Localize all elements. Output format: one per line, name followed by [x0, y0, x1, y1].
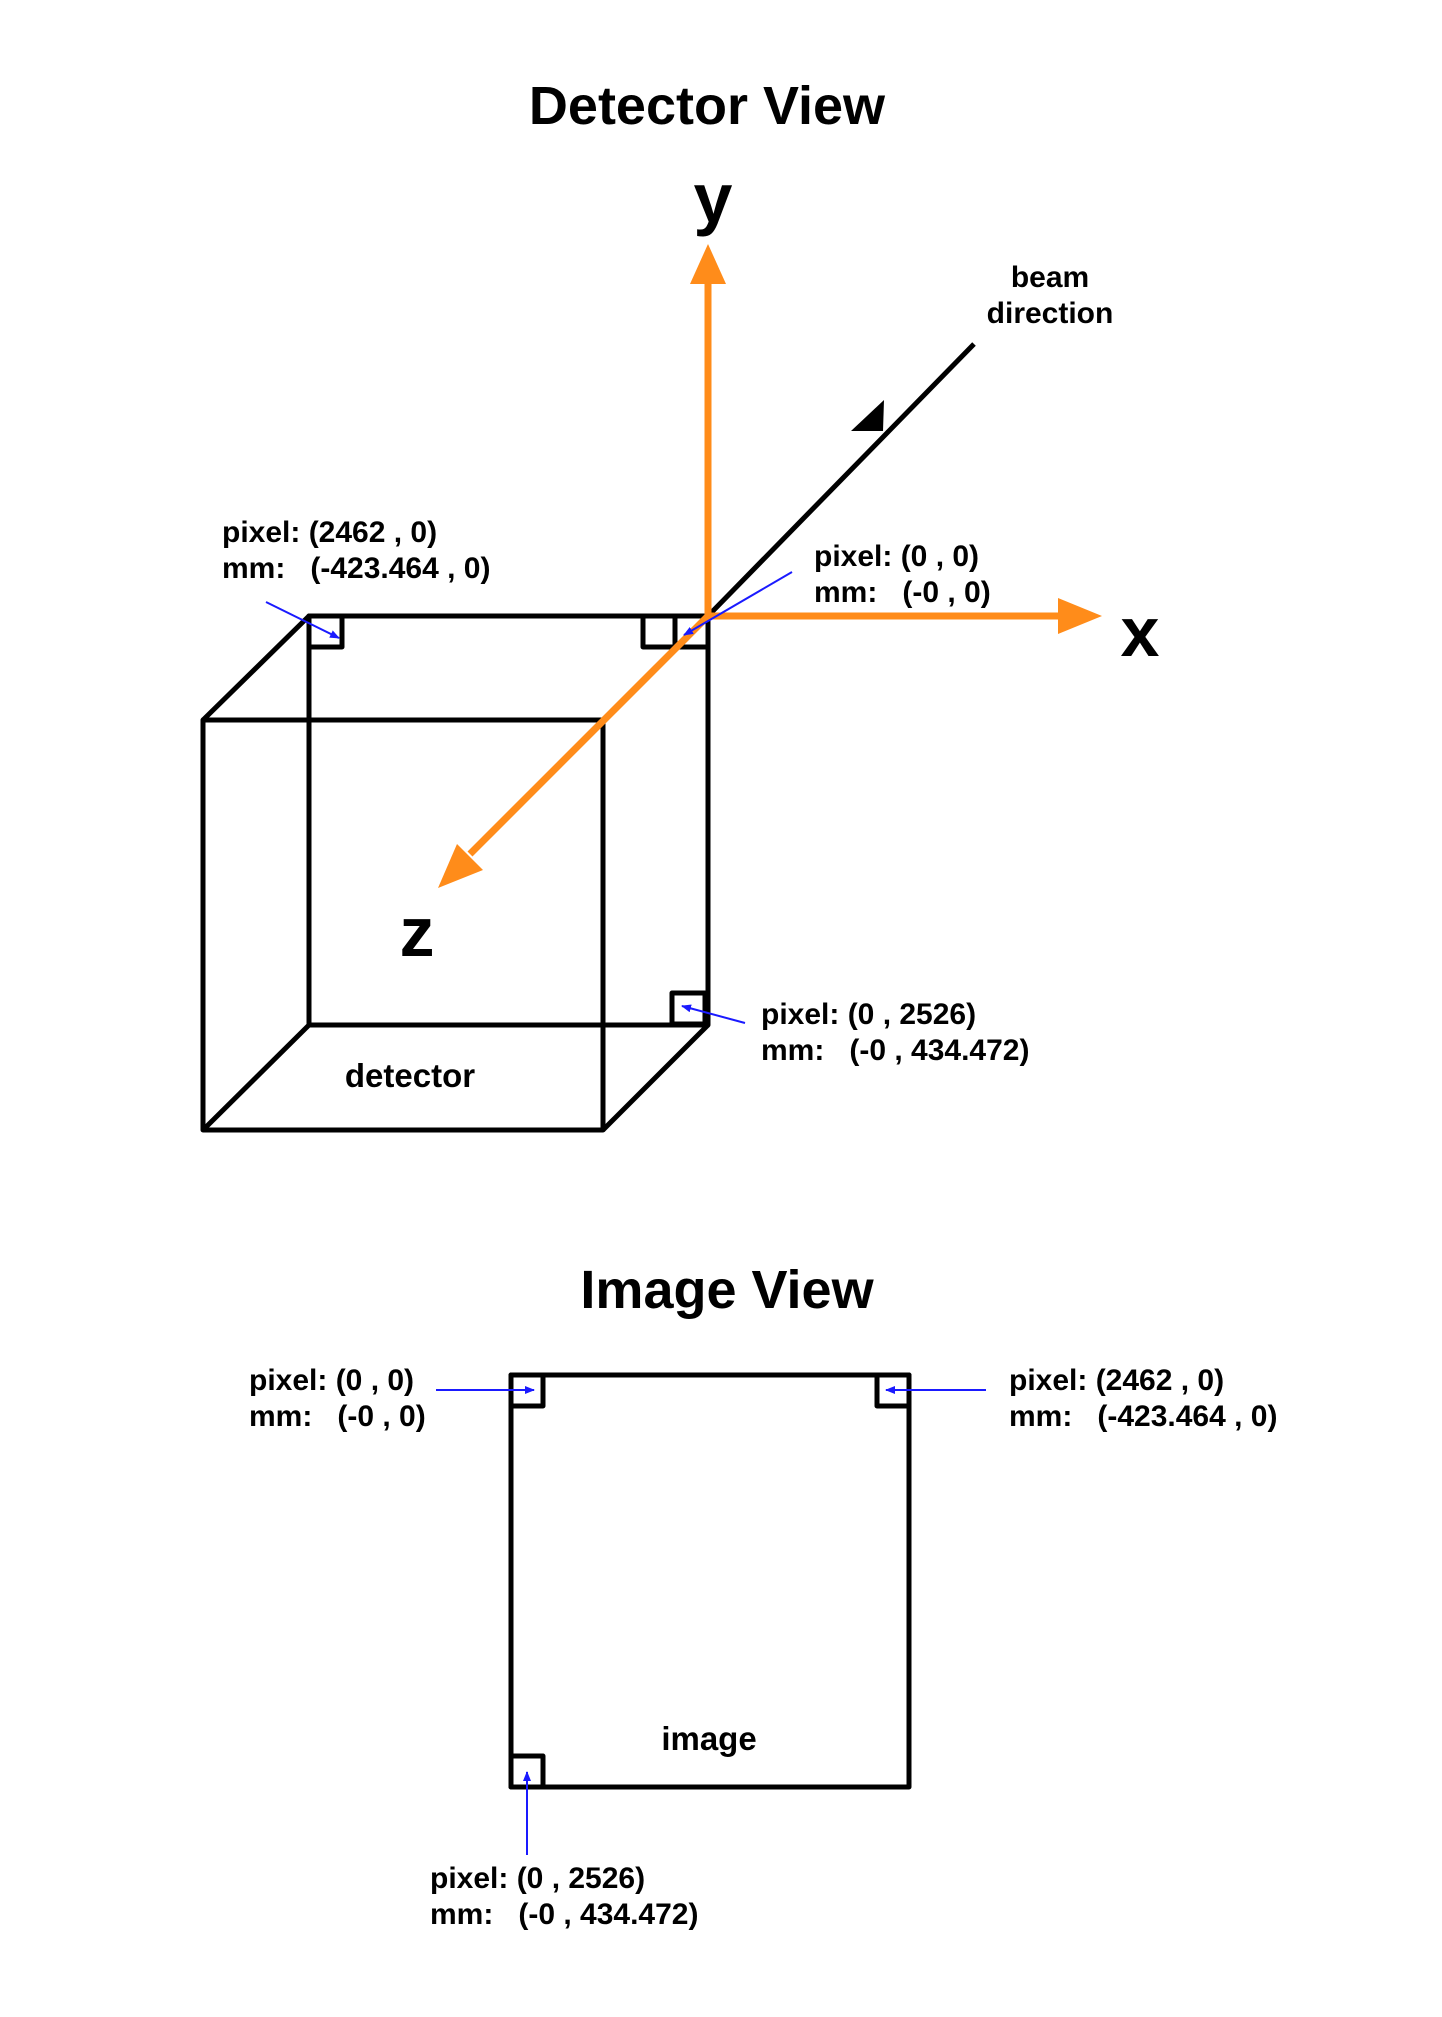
iv-bottom-left-mm: mm: (-0 , 434.472)	[430, 1898, 698, 1931]
cube-edge-top-left	[201, 614, 311, 722]
dv-top-left-mm: mm: (-423.464 , 0)	[222, 552, 490, 585]
pixel-square-origin	[672, 613, 711, 650]
coordinate-axes	[438, 244, 1102, 888]
pixel-square-origin-left	[640, 613, 678, 650]
z-axis-label: z	[400, 893, 435, 971]
x-axis-arrowhead	[1058, 598, 1102, 634]
y-axis-label: y	[694, 159, 733, 237]
iv-top-right-pixel: pixel: (2462 , 0)	[1009, 1364, 1224, 1397]
dv-origin-pointer	[683, 571, 793, 636]
dv-bottom-right-pixel: pixel: (0 , 2526)	[761, 998, 976, 1031]
detector-cube	[200, 613, 711, 1133]
beam-label-line2: direction	[987, 297, 1114, 330]
cube-front-face	[200, 717, 606, 1133]
cube-back-face	[306, 613, 711, 1028]
iv-top-left-mm: mm: (-0 , 0)	[249, 1400, 426, 1433]
y-axis-arrowhead	[690, 244, 726, 284]
dv-bottom-right-mm: mm: (-0 , 434.472)	[761, 1034, 1029, 1067]
dv-top-left-pointer	[265, 601, 340, 639]
detector-view-title: Detector View	[529, 76, 886, 136]
image-rectangle	[508, 1372, 912, 1790]
iv-top-left-pixel: pixel: (0 , 0)	[249, 1364, 414, 1397]
beam-label-line1: beam	[1011, 261, 1089, 294]
x-axis-label: x	[1121, 593, 1160, 671]
cube-edge-bottom-right	[601, 1023, 710, 1132]
iv-bottom-left-pixel: pixel: (0 , 2526)	[430, 1862, 645, 1895]
dv-bottom-right-pointer	[681, 1004, 746, 1024]
image-label: image	[661, 1720, 756, 1757]
detector-label: detector	[345, 1057, 475, 1094]
z-axis-arrowhead	[438, 844, 483, 888]
cube-edge-bottom-left	[201, 1023, 311, 1132]
dv-top-left-pixel: pixel: (2462 , 0)	[222, 516, 437, 549]
z-axis-line	[467, 613, 711, 857]
image-view-title: Image View	[580, 1260, 874, 1320]
pixel-square-top-left	[306, 613, 345, 650]
dv-origin-pixel: pixel: (0 , 0)	[814, 540, 979, 573]
dv-origin-mm: mm: (-0 , 0)	[814, 576, 991, 609]
pixel-square-bottom-right	[669, 990, 708, 1027]
beam-direction-arrow	[706, 342, 976, 618]
iv-top-right-mm: mm: (-423.464 , 0)	[1009, 1400, 1277, 1433]
